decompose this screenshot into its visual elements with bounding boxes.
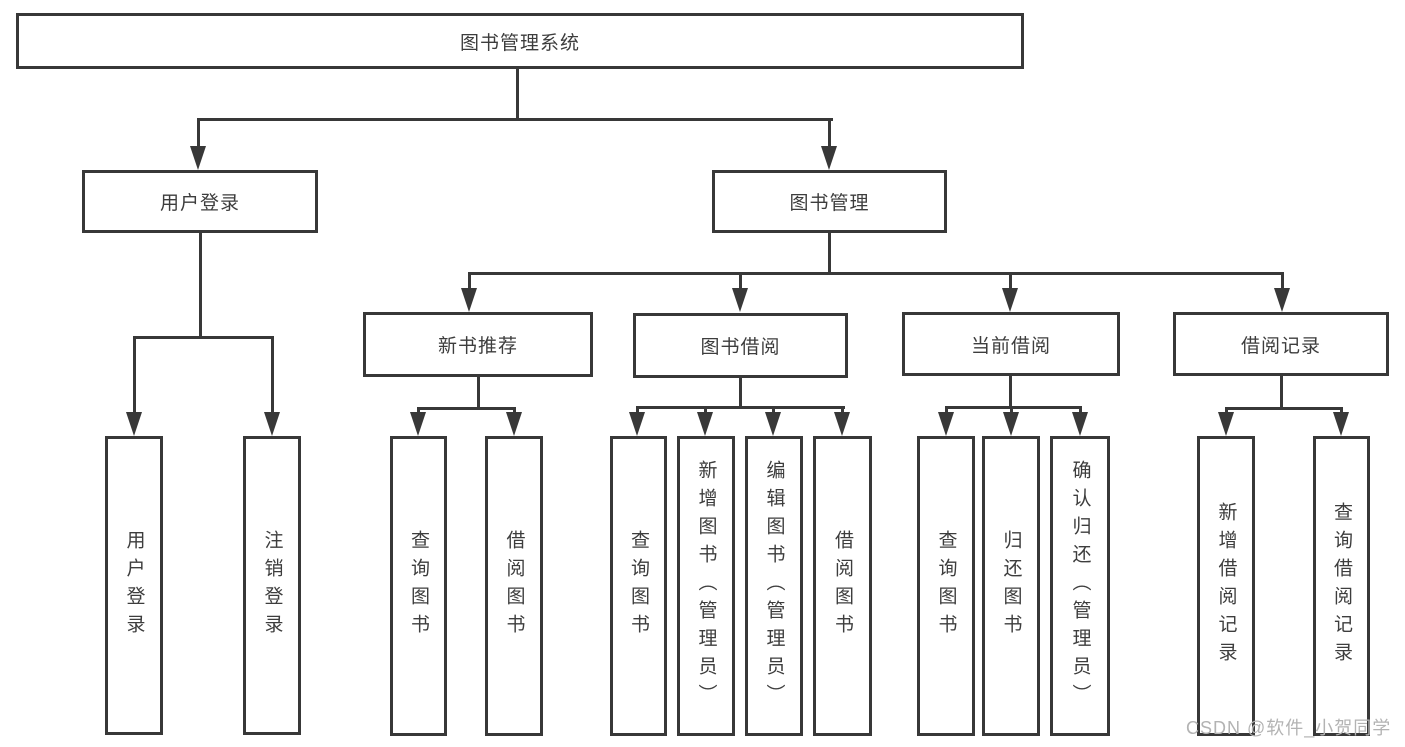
- node-return-books: 归还图书: [982, 436, 1040, 736]
- node-user-login-branch: 用户登录: [82, 170, 318, 233]
- arrow-down-icon: [629, 412, 645, 436]
- connector-line: [477, 377, 480, 407]
- connector-line: [133, 336, 136, 412]
- connector-line: [841, 406, 844, 414]
- arrow-down-icon: [126, 412, 142, 436]
- node-user-login-branch-label: 用户登录: [159, 193, 240, 214]
- node-borrow-books-recommend: 借阅图书: [485, 436, 543, 736]
- node-new-book-recommend: 新书推荐: [363, 312, 593, 377]
- connector-line: [636, 406, 639, 414]
- node-query-books-recommend: 查询图书: [390, 436, 447, 736]
- node-add-books-admin: 新增图书（管理员）: [677, 436, 735, 736]
- connector-line: [417, 407, 420, 414]
- connector-line: [1009, 376, 1012, 406]
- arrow-down-icon: [1003, 412, 1019, 436]
- arrow-down-icon: [1072, 412, 1088, 436]
- arrow-down-icon: [765, 412, 781, 436]
- arrow-down-icon: [697, 412, 713, 436]
- connector-line: [197, 118, 833, 121]
- connector-line: [1010, 406, 1013, 414]
- arrow-down-icon: [1333, 412, 1349, 436]
- connector-line: [945, 406, 1082, 409]
- node-book-borrowing-label: 图书借阅: [700, 337, 781, 358]
- connector-line: [468, 272, 471, 290]
- node-user-login-leaf: 用户登录: [105, 436, 163, 735]
- node-edit-books-admin: 编辑图书（管理员）: [745, 436, 803, 736]
- arrow-down-icon: [461, 288, 477, 312]
- node-borrow-books: 借阅图书: [813, 436, 872, 736]
- node-root: 图书管理系统: [16, 13, 1024, 69]
- arrow-down-icon: [190, 146, 206, 170]
- connector-line: [513, 407, 516, 414]
- arrow-down-icon: [938, 412, 954, 436]
- node-query-books-current-label: 查询图书: [935, 530, 957, 642]
- watermark: CSDN @软件_小贺同学: [1186, 718, 1392, 738]
- arrow-down-icon: [410, 412, 426, 436]
- connector-line: [197, 118, 200, 148]
- node-query-borrow-record: 查询借阅记录: [1313, 436, 1370, 736]
- arrow-down-icon: [821, 146, 837, 170]
- node-query-books-borrowing: 查询图书: [610, 436, 667, 736]
- node-add-borrow-record-label: 新增借阅记录: [1215, 502, 1237, 670]
- node-confirm-return-admin: 确认归还（管理员）: [1050, 436, 1110, 736]
- node-query-books-recommend-label: 查询图书: [408, 530, 429, 642]
- connector-line: [1281, 272, 1284, 290]
- node-current-borrowing-label: 当前借阅: [970, 335, 1051, 357]
- connector-line: [1225, 407, 1343, 410]
- arrow-down-icon: [506, 412, 522, 436]
- connector-line: [828, 233, 831, 274]
- connector-line: [636, 406, 845, 409]
- node-confirm-return-admin-label: 确认归还（管理员）: [1069, 460, 1091, 712]
- node-query-books-borrowing-label: 查询图书: [628, 530, 649, 642]
- arrow-down-icon: [1002, 288, 1018, 312]
- arrow-down-icon: [732, 288, 748, 312]
- node-book-management-label: 图书管理: [789, 193, 870, 214]
- connector-line: [1079, 406, 1082, 414]
- connector-line: [1280, 376, 1283, 407]
- connector-line: [739, 378, 742, 406]
- arrow-down-icon: [1218, 412, 1234, 436]
- node-new-book-recommend-label: 新书推荐: [437, 336, 518, 357]
- node-borrow-books-recommend-label: 借阅图书: [503, 530, 525, 642]
- node-user-login-leaf-label: 用户登录: [123, 529, 145, 642]
- node-borrowing-records-label: 借阅记录: [1240, 335, 1321, 357]
- arrow-down-icon: [1274, 288, 1290, 312]
- connector-line: [133, 336, 274, 339]
- node-root-label: 图书管理系统: [459, 32, 580, 54]
- connector-line: [199, 233, 202, 336]
- node-query-borrow-record-label: 查询借阅记录: [1331, 502, 1352, 670]
- node-add-borrow-record: 新增借阅记录: [1197, 436, 1255, 736]
- node-query-books-current: 查询图书: [917, 436, 975, 736]
- node-return-books-label: 归还图书: [1000, 530, 1022, 642]
- node-book-management: 图书管理: [712, 170, 947, 233]
- connector-line: [468, 272, 1284, 275]
- connector-line: [772, 406, 775, 414]
- arrow-down-icon: [264, 412, 280, 436]
- node-current-borrowing: 当前借阅: [902, 312, 1120, 376]
- connector-line: [828, 118, 831, 148]
- connector-line: [704, 406, 707, 414]
- node-borrowing-records: 借阅记录: [1173, 312, 1389, 376]
- node-add-books-admin-label: 新增图书（管理员）: [695, 460, 717, 712]
- node-logout-label: 注销登录: [261, 529, 283, 642]
- connector-line: [1009, 272, 1012, 290]
- connector-line: [516, 69, 519, 118]
- connector-line: [1340, 407, 1343, 414]
- connector-line: [1225, 407, 1228, 414]
- connector-line: [739, 272, 742, 290]
- connector-line: [945, 406, 948, 414]
- node-edit-books-admin-label: 编辑图书（管理员）: [763, 460, 785, 712]
- node-borrow-books-label: 借阅图书: [832, 530, 853, 642]
- node-book-borrowing: 图书借阅: [633, 313, 848, 378]
- connector-line: [271, 336, 274, 412]
- node-logout: 注销登录: [243, 436, 301, 735]
- arrow-down-icon: [834, 412, 850, 436]
- connector-line: [417, 407, 516, 410]
